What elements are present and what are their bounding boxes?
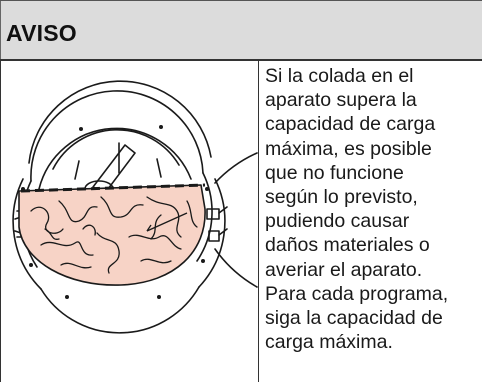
door-outer-ring — [28, 80, 212, 164]
body-line: capacidad de carga — [265, 113, 436, 136]
body-line: siga la capacidad de — [265, 307, 443, 330]
body-line: daños materiales o — [265, 234, 430, 257]
top-border — [0, 0, 482, 1]
max-load-line — [20, 183, 206, 193]
laundry-fill — [18, 184, 206, 286]
body-line: pudiendo causar — [265, 210, 410, 233]
drum-paddle — [92, 144, 136, 194]
body-line: máxima, es posible — [265, 137, 432, 160]
body-line: averiar el aparato. — [265, 258, 423, 281]
notice-header: AVISO — [0, 0, 482, 59]
header-left-border — [0, 0, 1, 59]
body-line: según lo previsto, — [265, 186, 418, 209]
notice-body: Si la colada en el aparato supera la cap… — [265, 64, 482, 354]
laundry-pile — [18, 183, 206, 286]
dryer-drum-icon — [12, 80, 258, 334]
body-line: Si la colada en el — [265, 65, 414, 87]
body-line: carga máxima. — [265, 331, 393, 354]
body-line: aparato supera la — [265, 89, 417, 112]
column-divider — [258, 61, 259, 382]
notice-title: AVISO — [6, 20, 77, 46]
door-panel — [214, 152, 258, 184]
header-divider — [0, 59, 482, 61]
body-line: que no funcione — [265, 161, 404, 184]
left-border — [0, 61, 1, 382]
body-line: Para cada programa, — [265, 282, 449, 305]
screw-dots — [21, 125, 209, 299]
door-inner-ring — [30, 90, 204, 182]
dryer-overload-illustration — [1, 61, 258, 382]
drum-rim — [38, 127, 192, 190]
